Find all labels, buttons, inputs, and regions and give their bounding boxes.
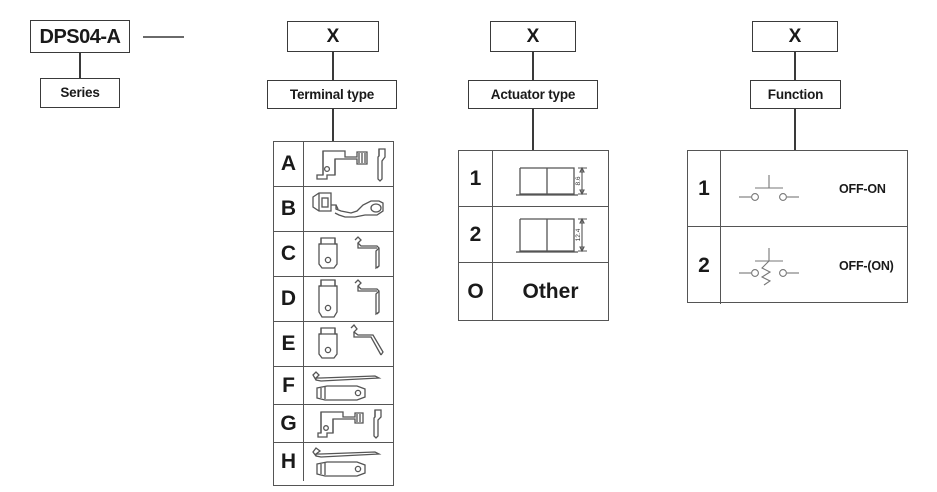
terminal-type-code-text: X	[326, 26, 340, 47]
terminal-option-key: H	[274, 443, 304, 481]
series-label-box: Series	[40, 78, 120, 108]
terminal-option-key: C	[274, 232, 304, 276]
actuator-type-connector-upper	[532, 52, 534, 80]
series-code-box: DPS04-A	[30, 20, 130, 53]
series-dash-line	[143, 36, 184, 38]
table-row[interactable]: B	[274, 187, 393, 232]
actuator-type-label-text: Actuator type	[490, 86, 576, 102]
function-label-box: Function	[750, 80, 841, 109]
terminal-c-cylinder-with-bent-lead-icon	[304, 232, 393, 276]
terminal-type-code-box: X	[287, 21, 379, 52]
actuator-type-connector-lower	[532, 109, 534, 150]
terminal-type-connector-upper	[332, 52, 334, 80]
table-row[interactable]: A	[274, 142, 393, 187]
terminal-type-table: A B C	[273, 141, 394, 486]
terminal-d-long-cylinder-with-bent-lead-icon	[304, 277, 393, 321]
actuator-type-code-box: X	[490, 21, 576, 52]
table-row[interactable]: 1 8.6	[459, 151, 608, 207]
terminal-option-key: E	[274, 322, 304, 366]
terminal-g-right-angle-body-with-pin-icon	[304, 405, 393, 442]
terminal-e-cylinder-with-angled-lead-icon	[304, 322, 393, 366]
table-row[interactable]: O Other	[459, 263, 608, 320]
actuator-option-key: 2	[459, 207, 493, 262]
function-connector-upper	[794, 52, 796, 80]
actuator-option-text: Other	[522, 279, 579, 303]
table-row[interactable]: 2 OFF-(ON)	[688, 227, 907, 304]
table-row[interactable]: F	[274, 367, 393, 405]
terminal-option-key: B	[274, 187, 304, 231]
table-row[interactable]: H	[274, 443, 393, 481]
terminal-option-key: D	[274, 277, 304, 321]
actuator-dimension-label: 12.4	[575, 228, 582, 241]
actuator-plunger-tall-icon: 12.4	[493, 207, 608, 262]
function-code-box: X	[752, 21, 838, 52]
actuator-dimension-label: 8.6	[575, 176, 582, 185]
actuator-option-key: 1	[459, 151, 493, 206]
table-row[interactable]: C	[274, 232, 393, 277]
terminal-option-key: F	[274, 367, 304, 404]
table-row[interactable]: G	[274, 405, 393, 443]
series-label-text: Series	[60, 85, 100, 101]
actuator-plunger-short-icon: 8.6	[493, 151, 608, 206]
actuator-type-table: 1 8.6 2 12.	[458, 150, 609, 321]
actuator-type-code-text: X	[526, 26, 540, 47]
table-row[interactable]: E	[274, 322, 393, 367]
table-row[interactable]: D	[274, 277, 393, 322]
series-code-text: DPS04-A	[39, 25, 121, 48]
terminal-type-label-text: Terminal type	[289, 86, 375, 102]
terminal-b-flat-bent-lug-icon	[304, 187, 393, 231]
function-option-key: 1	[688, 151, 721, 226]
function-code-text: X	[788, 26, 802, 47]
switch-symbol-maintained-icon	[729, 167, 821, 211]
table-row[interactable]: 1 OFF-ON	[688, 151, 907, 227]
function-table: 1 OFF-ON 2	[687, 150, 908, 304]
series-connector-line	[79, 53, 81, 78]
terminal-type-label-box: Terminal type	[267, 80, 397, 109]
switch-symbol-momentary-spring-icon	[729, 241, 821, 291]
terminal-option-key: G	[274, 405, 304, 442]
terminal-a-right-angle-tab-with-pin-icon	[304, 142, 393, 186]
table-row[interactable]: 2 12.4	[459, 207, 608, 263]
terminal-option-key: A	[274, 142, 304, 186]
function-option-text: OFF-(ON)	[839, 258, 894, 273]
function-connector-lower	[794, 109, 796, 150]
function-label-text: Function	[767, 86, 824, 102]
actuator-option-key: O	[459, 263, 493, 320]
actuator-type-label-box: Actuator type	[468, 80, 598, 109]
function-option-key: 2	[688, 227, 721, 304]
terminal-type-connector-lower	[332, 109, 334, 141]
function-option-text: OFF-ON	[839, 181, 886, 196]
terminal-f-straight-lead-and-flat-blade-icon	[304, 367, 393, 404]
terminal-h-bent-lead-and-flat-blade-icon	[304, 443, 393, 481]
